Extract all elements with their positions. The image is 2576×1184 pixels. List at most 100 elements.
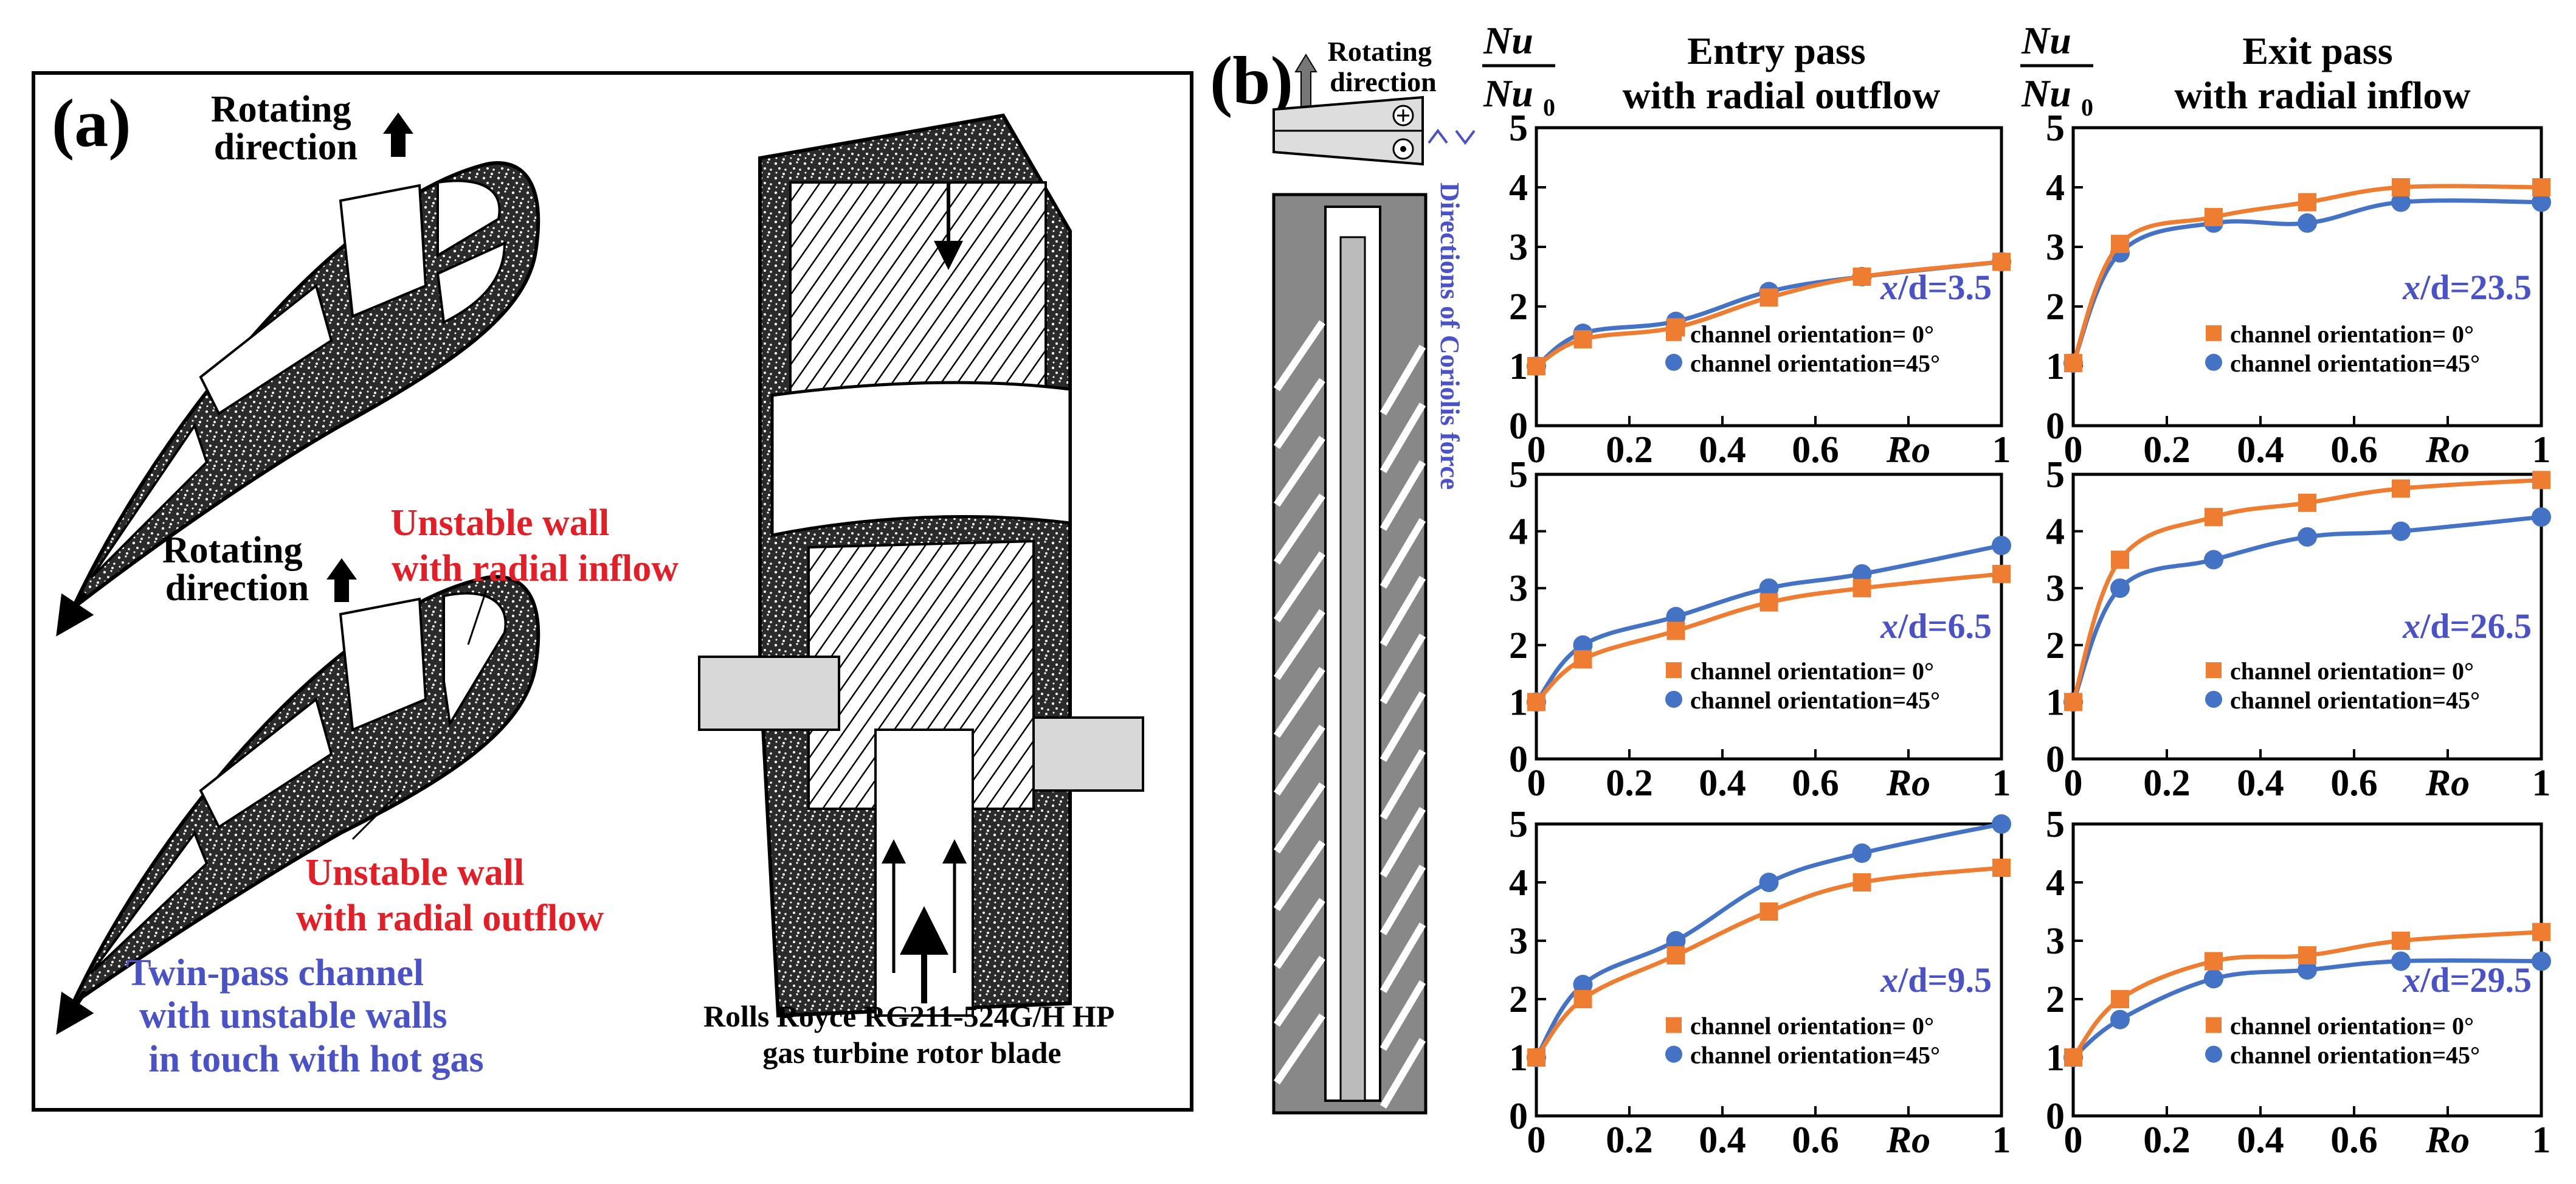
- rotating-direction-label-1: Rotating direction: [211, 89, 361, 168]
- legend-entry: channel orientation= 0°: [2230, 320, 2474, 348]
- data-point-circle: [2532, 507, 2551, 527]
- data-point-circle: [1759, 873, 1779, 892]
- unstable-outflow-label: Unstable wall with radial outflow: [296, 852, 604, 939]
- data-point-circle: [2391, 951, 2411, 971]
- x-tick-label: 0.2: [1606, 1120, 1653, 1161]
- plot-frame: [1535, 822, 2003, 1118]
- channel-cross-section: [1272, 95, 1476, 166]
- y-tick-label: 0: [2046, 1096, 2065, 1137]
- legend-marker-square: [2206, 325, 2222, 341]
- y-tick-label: 0: [1509, 1096, 1528, 1137]
- panel-annotation: x/d=26.5: [2402, 606, 2532, 646]
- data-point-square: [1527, 1048, 1545, 1067]
- rotating-direction-arrow-b-icon: [1294, 54, 1317, 107]
- rib: [1380, 1037, 1426, 1109]
- y-tick-label: 0: [1509, 739, 1528, 780]
- data-point-square: [1573, 990, 1592, 1008]
- y-tick-label: 2: [1509, 286, 1528, 328]
- data-point-square: [1573, 650, 1592, 669]
- data-point-square: [2532, 178, 2550, 196]
- panel-annotation: x/d=29.5: [2402, 960, 2532, 1000]
- y-tick-label: 0: [1509, 406, 1528, 447]
- x-tick-label: 1: [1992, 763, 2011, 804]
- rib: [1274, 609, 1325, 680]
- plot-frame: [1535, 126, 2003, 428]
- x-tick-label: 1: [2532, 429, 2551, 471]
- legend-marker-circle: [1665, 353, 1682, 371]
- data-point-square: [2205, 952, 2223, 971]
- x-tick-label: 0.4: [1699, 1120, 1746, 1161]
- rib: [1274, 320, 1325, 392]
- data-point-square: [1853, 873, 1871, 891]
- data-point-circle: [2532, 951, 2551, 971]
- y-tick-label: 4: [1509, 862, 1528, 904]
- y-tick-label: 5: [2046, 804, 2065, 845]
- rib: [1380, 806, 1426, 878]
- legend-entry: channel orientation= 0°: [2230, 1013, 2474, 1040]
- rib: [1380, 575, 1426, 647]
- x-tick-label: 0: [2064, 429, 2083, 471]
- rib: [1380, 518, 1426, 589]
- data-point-circle: [1852, 564, 1872, 584]
- data-point-square: [2111, 550, 2129, 569]
- coriolis-arrows-icon: [1428, 128, 1476, 145]
- unstable-inflow-leader: [467, 589, 488, 645]
- y-tick-label: 3: [1509, 227, 1528, 268]
- x-tick-label: 0.2: [2143, 429, 2191, 471]
- y-tick-label: 5: [2046, 454, 2065, 496]
- panel-annotation: x/d=6.5: [1880, 606, 1992, 646]
- x-tick-label: 0.6: [2330, 429, 2378, 471]
- airfoil-lower-exit-arrow-icon: [56, 989, 94, 1035]
- rotating-direction-label-2: Rotating direction: [162, 530, 312, 609]
- legend-entry: channel orientation= 0°: [1690, 657, 1934, 685]
- y-tick-label: 0: [2046, 406, 2065, 447]
- rib: [1274, 435, 1325, 507]
- y-axis-label-exit: Nu Nu 0: [2020, 19, 2093, 121]
- legend-marker-circle: [2205, 690, 2222, 708]
- x-tick-label: 0.4: [2237, 763, 2284, 804]
- data-point-square: [1573, 330, 1592, 348]
- rib: [1274, 724, 1325, 796]
- data-point-square: [2532, 471, 2550, 490]
- x-tick-label: 1: [1992, 429, 2011, 471]
- x-tick-label: 0.6: [1792, 429, 1839, 471]
- unstable-outflow-leader: [351, 789, 402, 840]
- rib: [1274, 666, 1325, 738]
- rib: [1380, 749, 1426, 820]
- legend-entry: channel orientation=45°: [1690, 1042, 1940, 1069]
- rib: [1274, 551, 1325, 623]
- legend-marker-circle: [1665, 690, 1682, 708]
- y-tick-label: 4: [2046, 511, 2065, 553]
- legend-marker-square: [1666, 325, 1682, 341]
- unstable-inflow-label: Unstable wall with radial inflow: [390, 502, 679, 589]
- rib: [1380, 402, 1426, 474]
- coriolis-label: Directions of Coriolis force: [1435, 182, 1465, 490]
- x-axis-label: Ro: [2425, 429, 2470, 471]
- y-tick-label: 4: [2046, 167, 2065, 209]
- data-point-square: [2205, 508, 2223, 527]
- panel-b: (b) Rotating direction Directions of Cor…: [1210, 19, 2551, 1161]
- rib: [1380, 344, 1426, 416]
- airfoil-upper-exit-arrow-icon: [56, 591, 94, 637]
- x-tick-label: 0: [1527, 1120, 1546, 1161]
- legend-entry: channel orientation=45°: [1690, 350, 1940, 377]
- data-point-circle: [2298, 527, 2317, 547]
- rotating-direction-label-b: Rotating direction: [1328, 36, 1439, 97]
- y-tick-label: 1: [2046, 1037, 2065, 1079]
- y-tick-label: 3: [2046, 921, 2065, 962]
- svg-text:Nu: Nu: [1483, 72, 1533, 115]
- legend-entry: channel orientation=45°: [1690, 687, 1940, 714]
- data-point-circle: [1992, 536, 2011, 555]
- data-point-square: [2111, 235, 2129, 254]
- data-point-circle: [2532, 192, 2551, 212]
- data-point-square: [1759, 902, 1778, 921]
- legend-entry: channel orientation= 0°: [1690, 320, 1934, 348]
- rotating-direction-arrow-2-icon: [326, 558, 357, 602]
- series-line-orientation-0: [2071, 477, 2542, 703]
- y-tick-label: 1: [1509, 346, 1528, 387]
- data-point-square: [1759, 288, 1778, 307]
